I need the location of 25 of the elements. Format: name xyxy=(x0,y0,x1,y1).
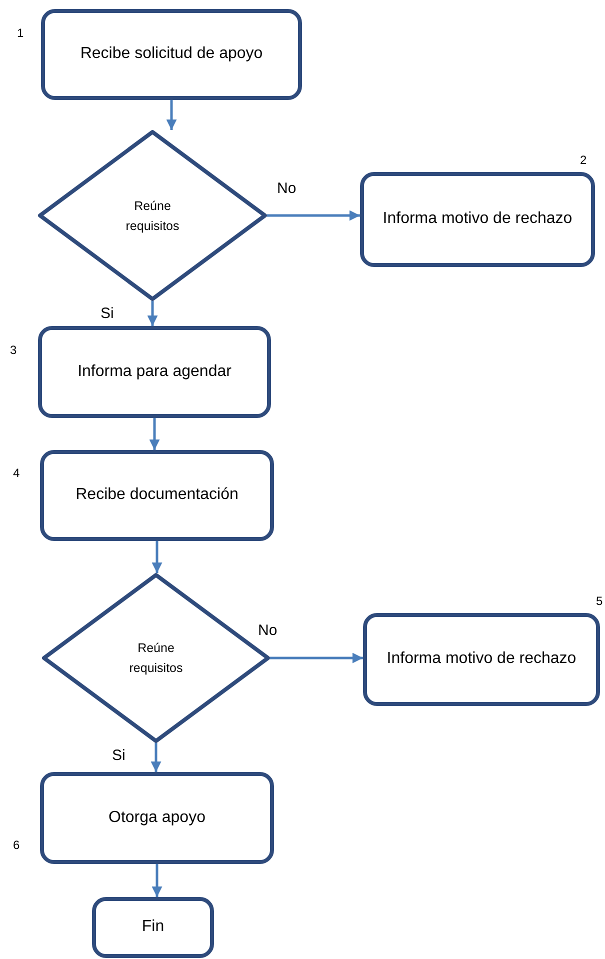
step-number: 3 xyxy=(10,343,17,357)
arrow xyxy=(152,541,162,573)
step-number: 5 xyxy=(596,594,603,608)
step-number: 4 xyxy=(13,466,20,480)
arrow xyxy=(166,100,177,130)
step-number: 2 xyxy=(580,153,587,167)
arrow xyxy=(267,210,360,221)
decision-diamond xyxy=(38,130,267,301)
step-number: 6 xyxy=(13,838,20,852)
arrow xyxy=(147,301,158,326)
decision-text: Reúne requisitos xyxy=(128,640,184,677)
process-box: Fin xyxy=(92,897,214,958)
decision-text: Reúne requisitos xyxy=(124,198,180,235)
process-box: Recibe solicitud de apoyo xyxy=(41,9,302,100)
arrow xyxy=(152,864,162,897)
arrow xyxy=(150,743,162,772)
step-number: 1 xyxy=(17,26,24,40)
process-box: Recibe documentación xyxy=(40,450,274,541)
process-box: Informa motivo de rechazo xyxy=(363,613,600,706)
process-box: Informa para agendar xyxy=(38,326,271,418)
edge-label: No xyxy=(275,180,298,196)
arrow xyxy=(270,652,363,664)
process-box: Otorga apoyo xyxy=(40,772,274,864)
process-box: Informa motivo de rechazo xyxy=(360,172,595,267)
arrow xyxy=(149,418,160,450)
